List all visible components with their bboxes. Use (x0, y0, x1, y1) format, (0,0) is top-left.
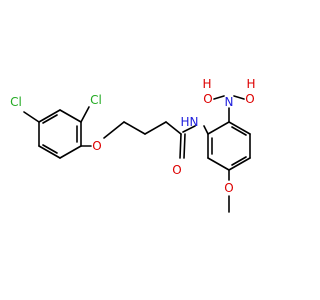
dichlorophenyl-ring (38, 109, 82, 159)
carbonyl-bond (179, 133, 186, 159)
amide-hydrogen-label: H (180, 115, 189, 129)
carbonyl-oxygen-label: O (172, 163, 181, 177)
amide-nitrogen-label: N (190, 115, 199, 129)
chloro-bonds (23, 106, 90, 123)
methoxy-oxygen-label: O (224, 181, 233, 195)
dihydroxyamino-bonds (213, 95, 245, 123)
hydroxyl-left-oxygen-label: O (203, 92, 212, 106)
molecule-structure: Cl Cl O O H N N H O O H O (10, 77, 256, 213)
hydroxyl-left-hydrogen-label: H (202, 77, 211, 91)
methoxyphenyl-ring (207, 121, 251, 171)
ether-chain (80, 121, 182, 147)
cl-top-label: Cl (90, 93, 102, 107)
amide-bonds (182, 125, 209, 135)
n-label: N (225, 95, 234, 109)
hydroxyl-right-hydrogen-label: H (246, 77, 255, 91)
ether-oxygen-label: O (92, 139, 101, 153)
cl-left-label: Cl (10, 95, 22, 109)
hydroxyl-right-oxygen-label: O (245, 92, 254, 106)
